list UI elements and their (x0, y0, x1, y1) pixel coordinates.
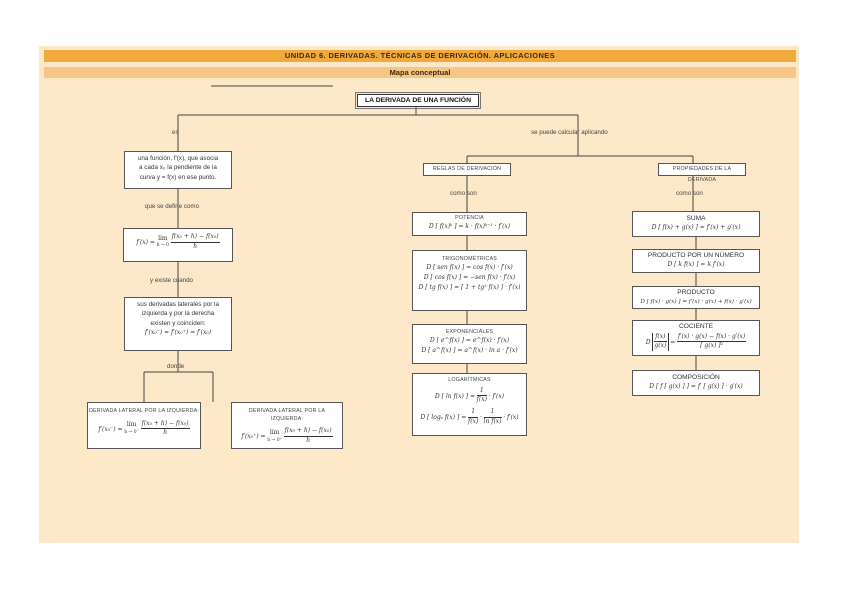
quotient-denominator: [ g(x) ]² (700, 342, 723, 350)
concept-map-subtitle: Mapa conceptual (44, 67, 796, 78)
log-ln-numerator: 1 (476, 387, 487, 397)
exp-rules-title: EXPONENCIALES (445, 329, 494, 335)
exp-rules-box: EXPONENCIALES D [ e^f(x) ] = e^f(x) · f′… (412, 324, 527, 364)
quotient-property-box: COCIENTE D f(x) g(x) = f′(x) · g(x) − f(… (632, 320, 760, 356)
sum-property-box: SUMA D [ f(x) + g(x) ] = f′(x) + g′(x) (632, 211, 760, 237)
lateral-derivatives-box: sus derivadas laterales por la izquierda… (124, 297, 232, 351)
left-lateral-lim: lím (126, 421, 137, 429)
log-rules-title: LOGARÍTMICAS (448, 377, 491, 383)
scalar-product-title: PRODUCTO POR UN NÚMERO (647, 252, 745, 259)
limit-numerator: f(x₀ + h) − f(x₀) (170, 233, 220, 243)
exp-a-formula: D [ a^f(x) ] = a^f(x) · ln a · f′(x) (421, 347, 518, 355)
properties-connector: como son (676, 190, 703, 197)
log-ln-lhs: D [ ln f(x) ] = (434, 392, 475, 400)
log-ln-rhs: · f′(x) (488, 392, 505, 400)
log-ln-denominator: f(x) (476, 396, 487, 404)
properties-title-box: PROPIEDADES DE LA DERIVADA (658, 163, 746, 183)
trig-sin-formula: D [ sen f(x) ] = cos f(x) · f′(x) (426, 264, 513, 272)
log-loga-lhs: D [ logₐ f(x) ] = (420, 413, 467, 421)
left-lateral-lhs: f′(x₀⁻) = (98, 425, 123, 433)
right-lateral-denominator: h (306, 437, 311, 445)
right-lateral-lhs: f′(x₀⁺) = (241, 433, 266, 441)
log-loga-rhs: · f′(x) (503, 413, 519, 421)
log-loga-denominator-1: f(x) (467, 417, 479, 425)
trig-rules-title: TRIGONOMÉTRICAS (441, 256, 498, 262)
right-lateral-numerator: f(x₀ + h) − f(x₀) (283, 427, 333, 438)
trig-tan-formula: D [ tg f(x) ] = [ 1 + tg² f(x) ] · f′(x) (418, 283, 521, 291)
definition-box: una función, f′(x), que asocia a cada x₀… (124, 151, 232, 189)
left-lateral-condition: h → 0⁻ (124, 429, 139, 435)
sum-property-title: SUMA (686, 215, 706, 222)
rules-title-box: REGLAS DE DERIVACIÓN (423, 163, 511, 176)
properties-title: PROPIEDADES DE LA DERIVADA (672, 166, 732, 183)
root-concept-label: LA DERIVADA DE UNA FUNCIÓN (365, 97, 471, 104)
limit-condition: h → 0 (156, 243, 170, 249)
left-lateral-title: DERIVADA LATERAL POR LA IZQUIERDA: (88, 408, 200, 414)
log-loga-denominator-2: ln f(x) (483, 417, 502, 425)
definition-line-1: una función, f′(x), que asocia (137, 155, 219, 162)
scalar-product-formula: D [ k f(x) ] = k f′(x) (667, 260, 725, 268)
composition-property-box: COMPOSICIÓN D [ f [ g(x) ] ] = f′ [ g(x)… (632, 370, 760, 396)
left-lateral-denominator: h (163, 429, 168, 437)
quotient-title: COCIENTE (678, 323, 714, 330)
right-lateral-lim: lím (269, 428, 280, 436)
trig-rules-box: TRIGONOMÉTRICAS D [ sen f(x) ] = cos f(x… (412, 250, 527, 311)
trig-cos-formula: D [ cos f(x) ] = −sen f(x) · f′(x) (423, 274, 516, 282)
lateral-line-3: existen y coinciden: (150, 319, 206, 327)
root-concept-box: LA DERIVADA DE UNA FUNCIÓN (355, 92, 481, 109)
limit-lim: lím (158, 234, 168, 242)
limit-definition-box: f′(x) = lím h → 0 f(x₀ + h) − f(x₀) h (123, 228, 233, 262)
product-formula: D [ f(x) · g(x) ] = f′(x) · g(x) + f(x) … (640, 298, 752, 305)
quotient-lhs-numerator: f(x) (654, 333, 667, 343)
connector-where: donde (167, 363, 185, 370)
composition-formula: D [ f [ g(x) ] ] = f′ [ g(x) ] · g′(x) (649, 382, 743, 390)
exp-e-formula: D [ e^f(x) ] = e^f(x) · f′(x) (429, 337, 510, 345)
lateral-formula: f′(x₀⁻) = f′(x₀⁺) = f′(x₀) (144, 329, 212, 337)
product-property-box: PRODUCTO D [ f(x) · g(x) ] = f′(x) · g(x… (632, 286, 760, 309)
right-lateral-derivative-box: DERIVADA LATERAL POR LA IZQUIERDA: f′(x₀… (231, 402, 343, 449)
lateral-line-1: sus derivadas laterales por la (137, 301, 219, 308)
connector-can-calculate: se puede calcular aplicando (531, 129, 608, 136)
connector-exists-when: y existe cuando (150, 277, 193, 284)
right-lateral-title: DERIVADA LATERAL POR LA IZQUIERDA: (248, 408, 326, 422)
definition-line-3: curva y = f(x) en ese punto. (139, 173, 217, 181)
sum-property-formula: D [ f(x) + g(x) ] = f′(x) + g′(x) (651, 223, 741, 231)
rules-title: REGLAS DE DERIVACIÓN (432, 166, 502, 172)
product-title: PRODUCTO (677, 289, 715, 296)
left-lateral-derivative-box: DERIVADA LATERAL POR LA IZQUIERDA: f′(x₀… (87, 402, 201, 449)
quotient-numerator: f′(x) · g(x) − f(x) · g′(x) (676, 333, 747, 343)
log-loga-numerator-2: 1 (483, 408, 502, 418)
left-lateral-numerator: f(x₀ + h) − f(x₀) (140, 420, 190, 430)
limit-denominator: h (193, 242, 198, 250)
log-rules-box: LOGARÍTMICAS D [ ln f(x) ] = 1 f(x) · f′… (412, 373, 527, 436)
connector-es: es (172, 129, 179, 136)
power-rule-title: POTENCIA (455, 215, 484, 221)
limit-lhs: f′(x) = (136, 238, 155, 246)
rules-connector: como son (450, 190, 477, 197)
power-rule-box: POTENCIA D [ f(x)ᵏ ] = k · f(x)ᵏ⁻¹ · f′(… (412, 212, 527, 236)
right-lateral-condition: h → 0⁺ (267, 437, 282, 443)
lateral-line-2: izquierda y por la derecha (141, 310, 215, 318)
unit-title-band: UNIDAD 6. DERIVADAS. TÉCNICAS DE DERIVAC… (44, 50, 796, 62)
power-rule-formula: D [ f(x)ᵏ ] = k · f(x)ᵏ⁻¹ · f′(x) (428, 222, 511, 230)
composition-title: COMPOSICIÓN (672, 374, 720, 381)
connector-defined-as: que se define como (145, 203, 200, 210)
definition-line-2: a cada x₀ la pendiente de la (139, 164, 217, 172)
scalar-product-property-box: PRODUCTO POR UN NÚMERO D [ k f(x) ] = k … (632, 249, 760, 273)
quotient-lhs-denominator: g(x) (654, 342, 667, 350)
log-loga-numerator-1: 1 (467, 408, 479, 418)
